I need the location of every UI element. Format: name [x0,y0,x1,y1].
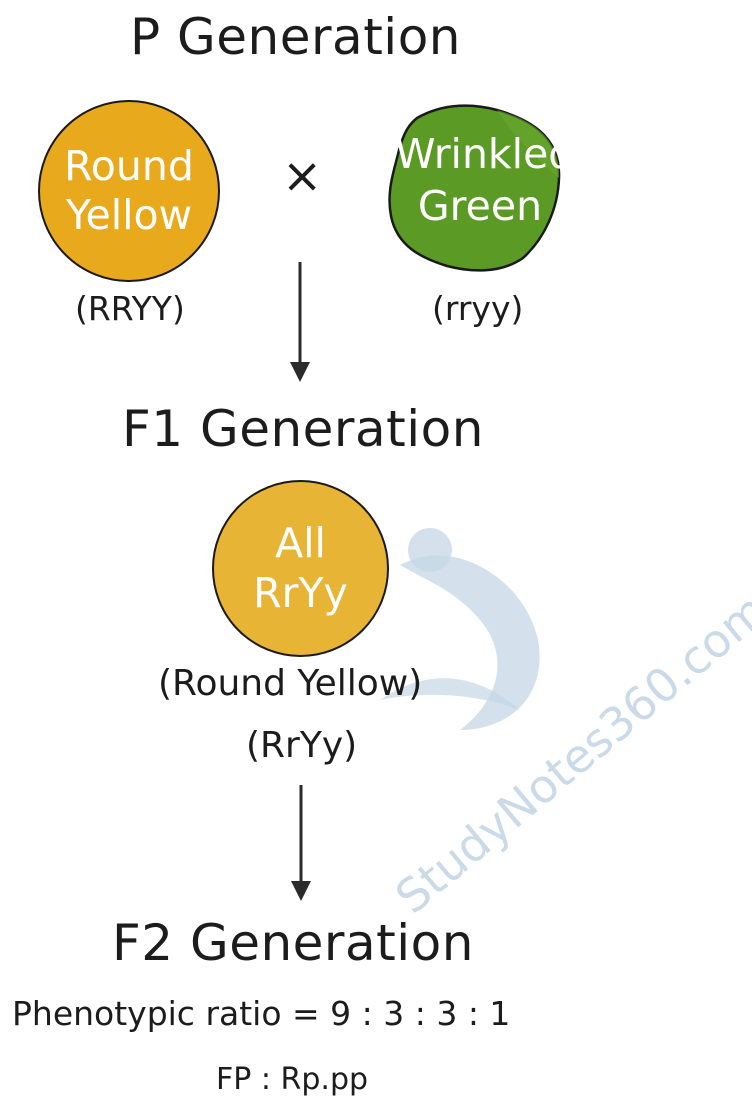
parent1-genotype: (RRYY) [75,289,185,328]
f1-label-line1: All [275,519,326,568]
f1-phenotype: (Round Yellow) [158,663,423,704]
parent2-genotype: (rryy) [432,289,524,328]
parent1-label-line1: Round [64,141,194,190]
f1-label-line2: RrYy [253,568,348,617]
cross-icon: × [282,148,323,204]
f2-generation-title: F2 Generation [112,914,474,972]
phenotypic-ratio: Phenotypic ratio = 9 : 3 : 3 : 1 [12,994,511,1033]
down-arrow-icon [291,785,311,901]
f1-generation-title: F1 Generation [122,400,484,458]
watermark-logo [380,528,540,730]
footer-text: FP : Rp.pp [216,1062,369,1097]
parent1-round-yellow-pea: Round Yellow [38,100,220,282]
parent2-label-line2: Green [417,182,543,230]
parent2-wrinkled-green-pea [388,104,561,272]
parent2-label-line1: Wrinkled [395,130,575,178]
p-generation-title: P Generation [130,8,461,66]
f1-genotype: (RrYy) [246,725,358,766]
f1-round-yellow-pea: All RrYy [212,480,389,657]
down-arrow-icon [290,262,310,382]
parent1-label-line2: Yellow [65,191,193,239]
